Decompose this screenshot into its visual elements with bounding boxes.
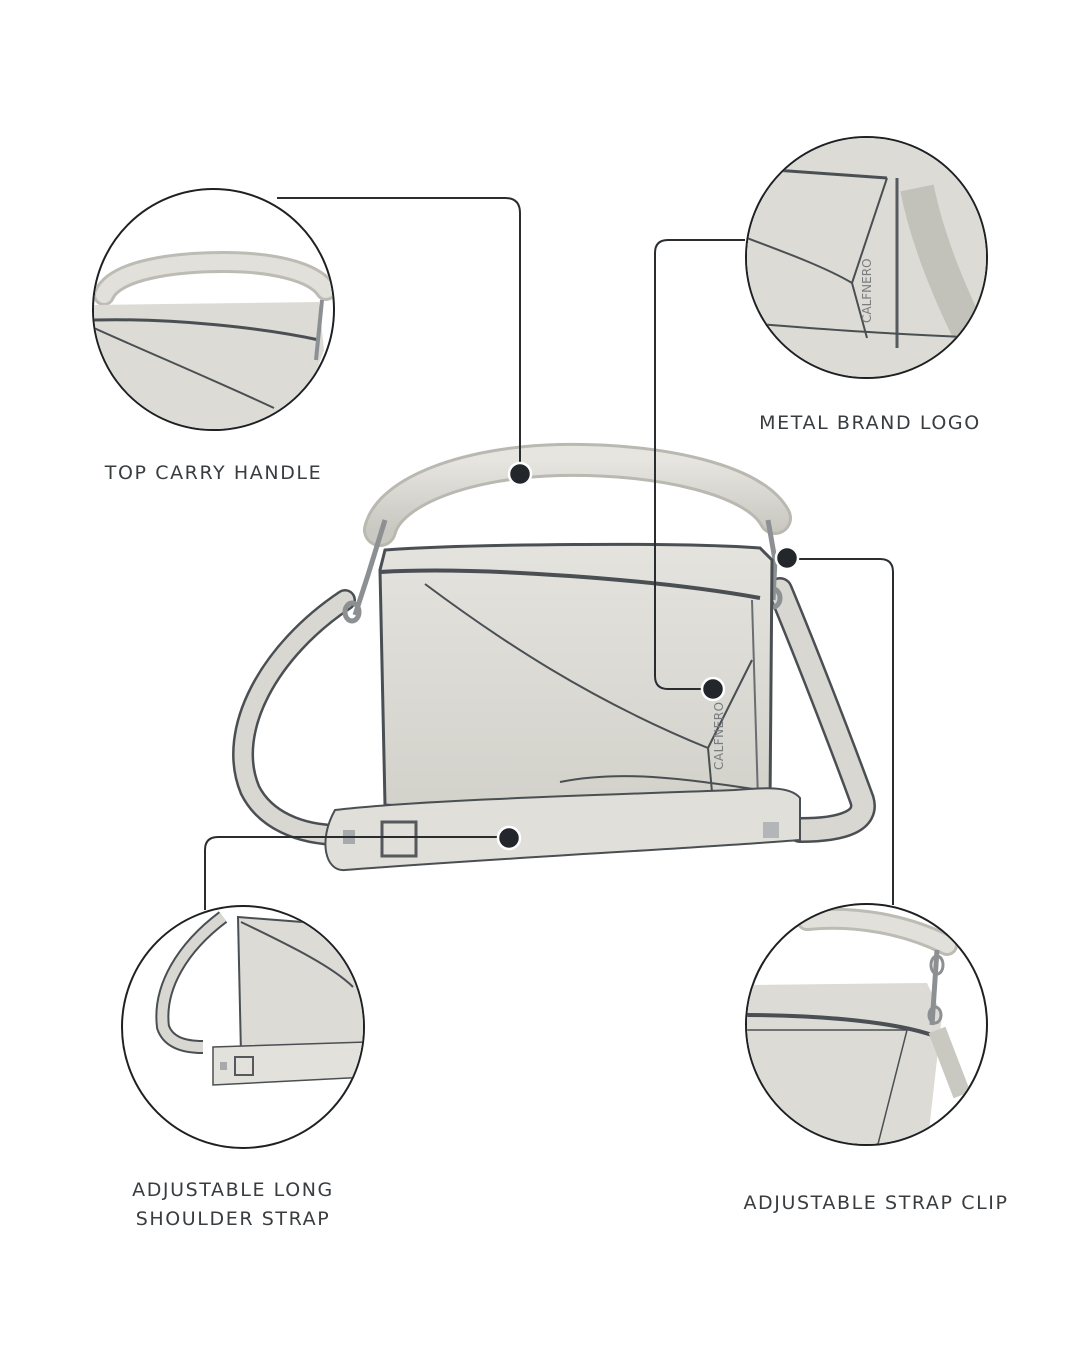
callout-markers	[496, 461, 800, 851]
detail-circle-shoulder-strap	[121, 905, 365, 1149]
shoulder-pad	[324, 787, 801, 872]
svg-text:CALFNERO: CALFNERO	[712, 701, 726, 770]
feature-label-metal-brand-logo: METAL BRAND LOGO	[759, 412, 981, 434]
marker-dot-shoulder-strap	[496, 825, 522, 851]
marker-dot-logo	[700, 676, 726, 702]
svg-text:CALFNERO: CALFNERO	[860, 258, 874, 323]
marker-dot-strap-clip	[774, 545, 800, 571]
detail-circle-strap-clip	[745, 903, 988, 1146]
top-handle	[363, 442, 792, 547]
shoulder-strap	[232, 577, 876, 846]
marker-dot-handle	[507, 461, 533, 487]
feature-label-adjustable-long-shoulder-strap: ADJUSTABLE LONG SHOULDER STRAP	[132, 1179, 334, 1230]
callout-connectors	[204, 197, 894, 910]
bag-body: CALFNERO	[378, 542, 774, 812]
detail-circle-top-handle	[92, 188, 335, 431]
detail-circle-metal-brand-logo: CALFNERO	[745, 136, 988, 379]
feature-label-adjustable-strap-clip: ADJUSTABLE STRAP CLIP	[743, 1192, 1009, 1214]
feature-label-top-carry-handle: TOP CARRY HANDLE	[104, 462, 323, 484]
